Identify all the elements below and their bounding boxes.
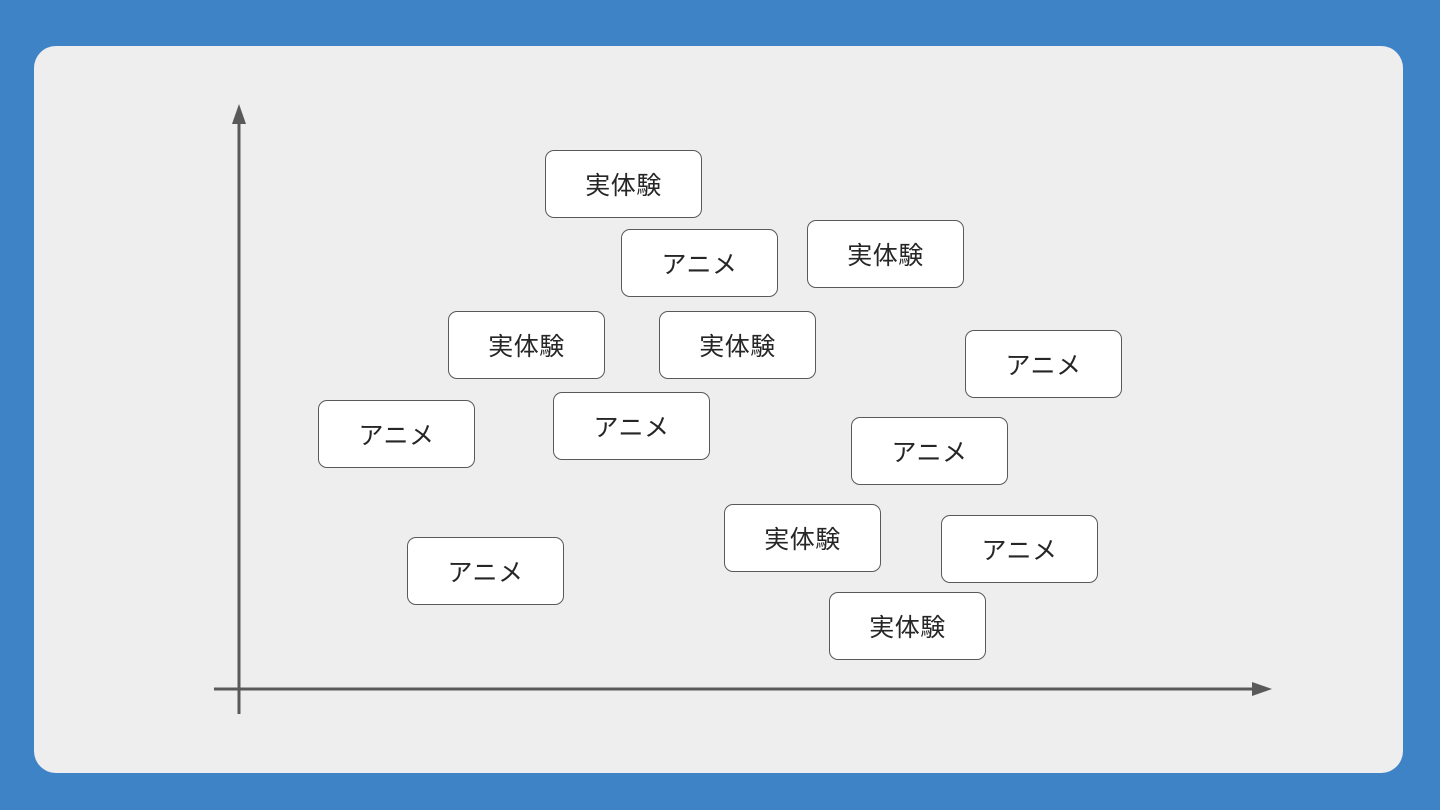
- card-jitsutaiken: 実体験: [545, 150, 702, 218]
- x-axis-arrowhead: [1252, 682, 1272, 696]
- diagram-panel: [34, 46, 1403, 773]
- card-anime: アニメ: [553, 392, 710, 460]
- card-jitsutaiken: 実体験: [807, 220, 964, 288]
- card-jitsutaiken: 実体験: [724, 504, 881, 572]
- card-anime: アニメ: [941, 515, 1098, 583]
- y-axis-arrowhead: [232, 104, 246, 124]
- card-jitsutaiken: 実体験: [659, 311, 816, 379]
- card-anime: アニメ: [318, 400, 475, 468]
- card-anime: アニメ: [407, 537, 564, 605]
- card-jitsutaiken: 実体験: [448, 311, 605, 379]
- card-anime: アニメ: [621, 229, 778, 297]
- card-anime: アニメ: [851, 417, 1008, 485]
- card-anime: アニメ: [965, 330, 1122, 398]
- card-jitsutaiken: 実体験: [829, 592, 986, 660]
